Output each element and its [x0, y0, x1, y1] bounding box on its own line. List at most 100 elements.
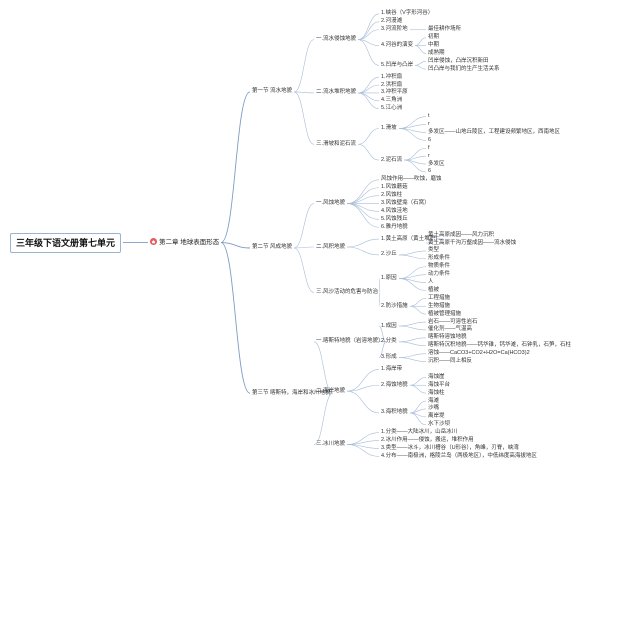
leaf-node[interactable]: 成熟期 — [428, 50, 445, 57]
leaf-node[interactable]: 黄土高原千沟万壑成因——流水侵蚀 — [428, 240, 516, 247]
leaf-node[interactable]: 5.江心洲 — [381, 105, 402, 112]
topic-node[interactable]: 第二章 地球表面形态 — [150, 238, 219, 247]
leaf-node[interactable]: 喀斯特溶蚀地貌 — [428, 334, 467, 341]
leaf-node[interactable]: 水下沙坝 — [428, 421, 450, 428]
topic-node[interactable]: 2.沙丘 — [381, 251, 397, 258]
topic-node[interactable]: 三.风沙活动的危害与防治 — [316, 289, 378, 296]
connector — [357, 92, 380, 110]
leaf-node[interactable]: 溶蚀——CaCO3+CO2+H2O=Ca(HCO3)2 — [428, 350, 530, 357]
leaf-node[interactable]: 4.三角洲 — [381, 97, 402, 104]
topic-node[interactable]: 3.海积地貌 — [381, 409, 408, 416]
leaf-node[interactable]: 3.类型——冰斗，冰川槽谷（U形谷），角峰，刃脊，峡湾 — [381, 445, 519, 452]
leaf-node[interactable]: 3.冲积平原 — [381, 89, 408, 96]
connector — [403, 159, 427, 173]
topic-node[interactable]: 二.风积地貌 — [316, 244, 345, 251]
node-label: 人 — [428, 279, 434, 286]
leaf-node[interactable]: 初期 — [428, 34, 439, 41]
node-label: 海滩 — [428, 397, 440, 404]
topic-node[interactable]: 1.原因 — [381, 275, 397, 282]
leaf-node[interactable]: 人 — [428, 279, 434, 286]
leaf-node[interactable]: 1.海岸带 — [381, 366, 402, 373]
topic-node[interactable]: 一.流水侵蚀地貌 — [316, 36, 356, 43]
node-label: 风蚀作用——吹蚀，磨蚀 — [381, 176, 442, 183]
topic-node[interactable]: 2.分类 — [381, 338, 397, 345]
leaf-node[interactable]: 中期 — [428, 42, 439, 49]
topic-node[interactable]: 3.形成 — [381, 354, 397, 361]
leaf-node[interactable]: 凹岸侵蚀，凸岸沉积新田 — [428, 58, 489, 65]
leaf-node[interactable]: 多发区——山地丘陵区，工程建设频繁地区，西南地区 — [428, 129, 560, 136]
leaf-node[interactable]: t — [428, 113, 430, 120]
leaf-node[interactable]: 海蚀崖 — [428, 374, 445, 381]
leaf-node[interactable]: 动力条件 — [428, 271, 450, 278]
leaf-node[interactable]: 多发区 — [428, 161, 445, 168]
topic-node[interactable]: 2.海蚀地貌 — [381, 382, 408, 389]
leaf-node[interactable]: 生物措施 — [428, 303, 450, 310]
leaf-node[interactable]: 催化剂——气温高 — [428, 326, 472, 333]
leaf-node[interactable]: 6.雅丹地貌 — [381, 224, 408, 231]
leaf-node[interactable]: 6 — [428, 168, 431, 175]
topic-node[interactable]: 1.成因 — [381, 323, 397, 330]
leaf-node[interactable]: 岩石——可溶性岩石 — [428, 319, 478, 326]
leaf-node[interactable]: r — [428, 153, 430, 160]
topic-node[interactable]: 4.河谷的演变 — [381, 42, 413, 49]
topic-node[interactable]: 三.滑坡和泥石流 — [316, 141, 356, 148]
leaf-node[interactable]: 2.冰川作用——侵蚀，搬运，堆积作用 — [381, 437, 474, 444]
leaf-node[interactable]: 植被管理措施 — [428, 311, 461, 318]
topic-node[interactable]: 二.海岸地貌 — [316, 388, 345, 395]
topic-node[interactable]: 2.泥石流 — [381, 157, 402, 164]
node-label: 1.成因 — [381, 322, 397, 329]
leaf-node[interactable]: 海蚀柱 — [428, 390, 445, 397]
leaf-node[interactable]: 喀斯特沉积地貌——钙华锥，钙华滩，石钟乳，石笋，石柱 — [428, 342, 571, 349]
leaf-node[interactable]: 2.风蚀柱 — [381, 192, 402, 199]
node-label: 凹岸侵蚀，凸岸沉积新田 — [428, 57, 489, 64]
leaf-node[interactable]: 2.洪积扇 — [381, 82, 402, 89]
node-label: f — [428, 144, 430, 151]
node-label: 5.凹岸与凸岸 — [381, 61, 414, 68]
topic-node[interactable]: 二.流水堆积地貌 — [316, 89, 356, 96]
leaf-node[interactable]: 海蚀平台 — [428, 382, 450, 389]
connector — [378, 325, 387, 343]
leaf-node[interactable]: 海滩 — [428, 398, 439, 405]
leaf-node[interactable]: 工程措施 — [428, 295, 450, 302]
leaf-node[interactable]: 凹凸岸与我们的生产生活关系 — [428, 66, 500, 73]
leaf-node[interactable]: 最佳耕作场所 — [428, 26, 461, 33]
leaf-node[interactable]: 6 — [428, 137, 431, 144]
leaf-node[interactable]: 4.分布——南极洲，格陵兰岛（两极地区），中低纬度高海拔地区 — [381, 453, 537, 460]
topic-node[interactable]: 2.防沙措施 — [381, 303, 408, 310]
leaf-node[interactable]: 1.分类——大陆冰川，山岳冰川 — [381, 429, 457, 436]
topic-node[interactable]: 一.风蚀地貌 — [316, 200, 345, 207]
leaf-node[interactable]: 5.风蚀残丘 — [381, 216, 408, 223]
topic-node[interactable]: 三.冰川地貌 — [316, 441, 345, 448]
leaf-node[interactable]: 4.风蚀洼地 — [381, 208, 408, 215]
connector — [409, 377, 427, 386]
topic-node[interactable]: 第三节 喀斯特，海岸和冰川地貌 — [252, 390, 331, 397]
leaf-node[interactable]: 沉积——同上相反 — [428, 358, 472, 365]
leaf-node[interactable]: 1.峡谷（V字形河谷） — [381, 10, 433, 17]
root-topic[interactable]: 三年级下语文册第七单元 — [10, 232, 122, 253]
leaf-node[interactable]: 3.风蚀壁龛（石窝） — [381, 200, 430, 207]
topic-node[interactable]: 3.河流阶地 — [381, 26, 408, 33]
leaf-node[interactable]: 2.河漫滩 — [381, 18, 402, 25]
leaf-node[interactable]: 1.风蚀蘑菇 — [381, 184, 408, 191]
leaf-node[interactable]: 离岸堤 — [428, 413, 445, 420]
topic-node[interactable]: 1.滑坡 — [381, 125, 397, 132]
leaf-node[interactable]: 植被 — [428, 287, 439, 294]
leaf-node[interactable]: 风蚀作用——吹蚀，磨蚀 — [381, 176, 442, 183]
leaf-node[interactable]: 形成条件 — [428, 255, 450, 262]
connector — [346, 369, 380, 392]
connector — [357, 84, 380, 94]
topic-node[interactable]: 1.黄土高原（黄土堆积） — [381, 236, 441, 243]
topic-node[interactable]: 一.喀斯特地貌（岩溶地貌） — [316, 338, 384, 345]
leaf-node[interactable]: 黄土高原成因——风力沉积 — [428, 232, 494, 239]
leaf-node[interactable]: 沙嘴 — [428, 405, 439, 412]
leaf-node[interactable]: 类型 — [428, 247, 439, 254]
leaf-node[interactable]: r — [428, 121, 430, 128]
connector — [357, 144, 380, 161]
leaf-node[interactable]: 物质条件 — [428, 263, 450, 270]
topic-node[interactable]: 5.凹岸与凸岸 — [381, 62, 413, 69]
leaf-node[interactable]: 1.冲积扇 — [381, 74, 402, 81]
node-label: 2.分类 — [381, 338, 397, 345]
topic-node[interactable]: 第一节 流水地貌 — [252, 88, 292, 95]
topic-node[interactable]: 第二节 风成地貌 — [252, 244, 292, 251]
leaf-node[interactable]: f — [428, 145, 430, 152]
